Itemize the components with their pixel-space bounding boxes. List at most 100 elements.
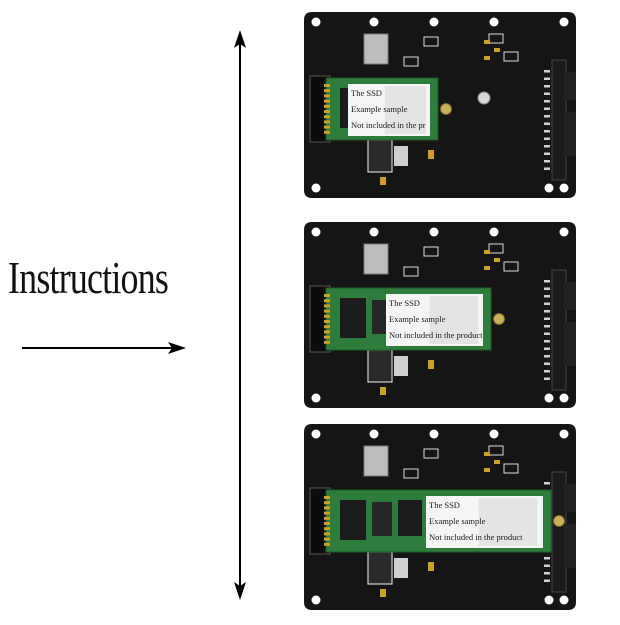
gold-finger xyxy=(324,340,330,344)
mounting-hole xyxy=(369,429,379,439)
gold-finger xyxy=(324,501,330,505)
gold-finger xyxy=(324,110,330,113)
silkscreen-box xyxy=(423,246,439,257)
mounting-hole xyxy=(429,17,439,27)
sata-shroud xyxy=(564,322,576,366)
connector-pin xyxy=(544,317,550,320)
silkscreen-box xyxy=(503,261,519,272)
ssd-label-line: The SSD xyxy=(389,298,420,308)
regulator-tab xyxy=(394,146,408,166)
sata-shroud xyxy=(564,484,576,512)
connector-pin xyxy=(544,77,550,80)
mounting-hole xyxy=(311,227,321,237)
connector-pin xyxy=(544,152,550,155)
gold-finger xyxy=(324,537,330,541)
connector-pin xyxy=(544,100,550,103)
connector-pin xyxy=(544,347,550,350)
mounting-hole xyxy=(311,183,321,193)
silkscreen-box xyxy=(503,51,519,62)
connector-pin xyxy=(544,280,550,283)
sata-connector xyxy=(551,59,567,181)
connector-pin xyxy=(544,137,550,140)
mounting-hole xyxy=(369,17,379,27)
sata-shroud xyxy=(564,72,576,100)
sata-connector xyxy=(551,471,567,593)
vertical-double-arrow xyxy=(234,30,246,600)
smd-component xyxy=(484,468,490,472)
gold-finger xyxy=(324,94,330,98)
metal-shield xyxy=(363,33,389,65)
smd-component xyxy=(494,258,500,262)
gold-finger xyxy=(324,304,330,308)
connector-pin xyxy=(544,482,550,485)
connector-pin xyxy=(544,167,550,170)
mounting-hole xyxy=(559,595,569,605)
mounting-hole xyxy=(559,227,569,237)
mounting-hole xyxy=(369,227,379,237)
gold-finger xyxy=(324,511,330,515)
gold-finger xyxy=(324,294,330,297)
sata-shroud xyxy=(564,112,576,156)
ssd-label-line: Not included in the product xyxy=(429,532,523,542)
voltage-regulator xyxy=(367,551,393,585)
connector-pin xyxy=(544,85,550,88)
connector-pin xyxy=(544,310,550,313)
capacitor xyxy=(380,589,386,597)
connector-pin xyxy=(544,332,550,335)
gold-finger xyxy=(324,522,330,525)
gold-finger xyxy=(324,320,330,323)
gold-finger xyxy=(324,84,330,87)
connector-pin xyxy=(544,564,550,567)
nand-chip xyxy=(340,500,366,540)
gold-finger xyxy=(324,309,330,313)
smd-component xyxy=(484,56,490,60)
capacitor xyxy=(428,360,434,369)
controller-chip xyxy=(372,502,392,536)
mounting-screw xyxy=(553,515,565,527)
gold-finger xyxy=(324,335,330,339)
gold-finger xyxy=(324,496,330,499)
mounting-hole xyxy=(311,17,321,27)
connector-pin xyxy=(544,115,550,118)
blurred-area xyxy=(429,296,479,344)
capacitor xyxy=(428,150,434,159)
blurred-area xyxy=(384,86,426,134)
regulator-tab xyxy=(394,356,408,376)
connector-pin xyxy=(544,325,550,328)
mounting-hole xyxy=(559,17,569,27)
mounting-hole xyxy=(489,17,499,27)
capacitor xyxy=(380,177,386,185)
smd-component xyxy=(484,266,490,270)
metal-shield xyxy=(363,445,389,477)
connector-pin xyxy=(544,295,550,298)
connector-pin xyxy=(544,355,550,358)
mounting-hole xyxy=(311,393,321,403)
gold-finger xyxy=(324,542,330,546)
voltage-regulator xyxy=(367,349,393,383)
smd-component xyxy=(494,460,500,464)
standoff-pad xyxy=(477,91,491,105)
silkscreen-box xyxy=(488,33,504,44)
connector-pin xyxy=(544,92,550,95)
sata-shroud xyxy=(564,524,576,568)
blurred-area xyxy=(478,498,538,546)
silkscreen-box xyxy=(423,448,439,459)
instructions-heading: Instructions xyxy=(8,252,169,303)
ssd-label-line: The SSD xyxy=(351,88,382,98)
horizontal-arrow xyxy=(22,342,186,354)
ssd-label-line: Not included in the pr xyxy=(351,120,426,130)
gold-finger xyxy=(324,89,330,93)
silkscreen-box xyxy=(488,243,504,254)
connector-pin xyxy=(544,70,550,73)
gold-finger xyxy=(324,130,330,134)
silkscreen-box xyxy=(423,36,439,47)
mounting-hole xyxy=(544,595,554,605)
gold-finger xyxy=(324,99,330,103)
connector-pin xyxy=(544,145,550,148)
gold-finger xyxy=(324,330,330,334)
mounting-hole xyxy=(489,429,499,439)
